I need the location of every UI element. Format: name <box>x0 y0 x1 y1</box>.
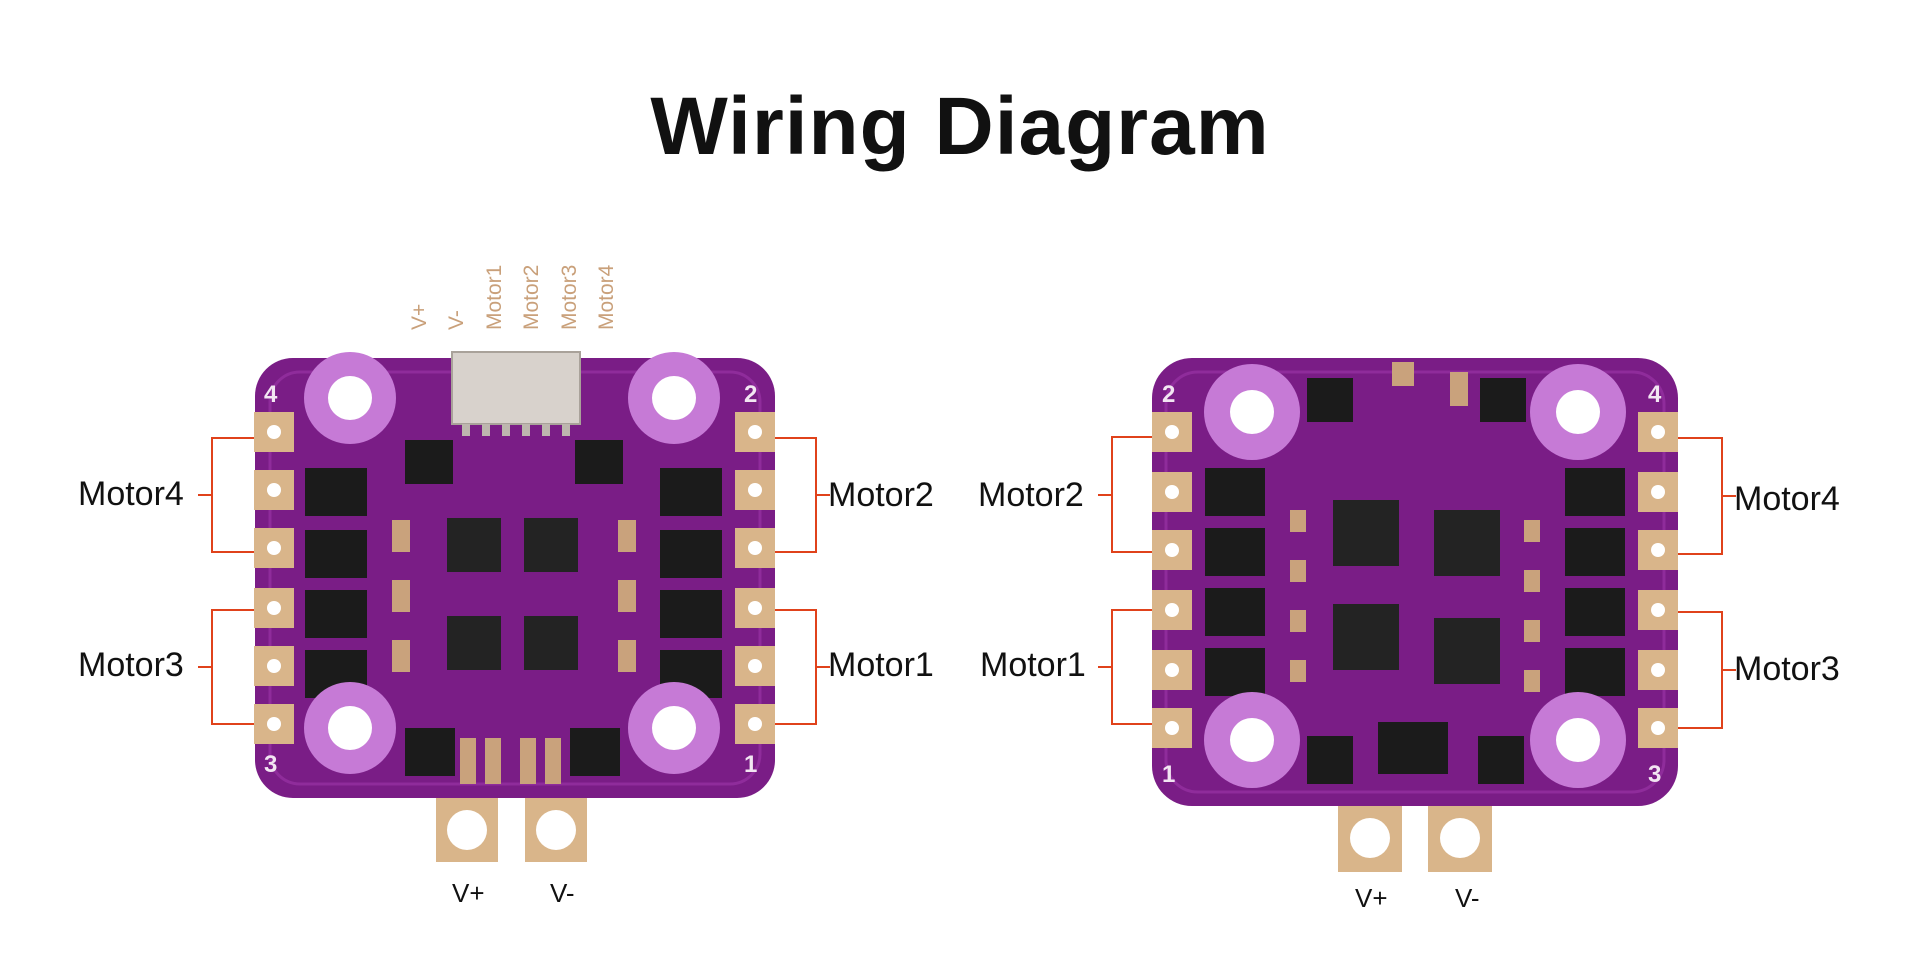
right-pad-holes <box>748 425 762 731</box>
right-pad-holes <box>1651 425 1665 735</box>
corner-number: 4 <box>1648 381 1662 408</box>
power-pad-hole <box>536 810 576 850</box>
wire-connector <box>451 351 581 425</box>
capacitors <box>392 520 636 784</box>
connector-label-motor2: Motor2 <box>520 265 543 330</box>
connector-pins <box>462 424 570 436</box>
corner-number: 2 <box>1162 381 1175 408</box>
board-bottom-side: 2 4 1 3 Motor2 Motor1 Motor4 Motor3 V+ V… <box>978 358 1840 913</box>
connector-labels: V+ V- Motor1 Motor2 Motor3 Motor4 <box>408 264 618 330</box>
label-motor3: Motor3 <box>78 646 184 684</box>
corner-number: 2 <box>744 381 757 408</box>
power-pad-hole <box>1350 818 1390 858</box>
connector-label-motor4: Motor4 <box>595 264 618 330</box>
corner-number: 1 <box>1162 761 1175 788</box>
pcb <box>255 358 775 798</box>
capacitors <box>1290 362 1540 692</box>
page-title: Wiring Diagram <box>650 81 1270 172</box>
mosfets <box>1205 378 1625 784</box>
mcu-chips <box>1333 500 1500 684</box>
label-motor3: Motor3 <box>1734 650 1840 688</box>
corner-number: 4 <box>264 381 278 408</box>
label-vminus: V- <box>550 878 575 908</box>
corner-number: 1 <box>744 751 757 778</box>
connector-label-motor1: Motor1 <box>483 265 506 330</box>
left-pad-holes <box>267 425 281 731</box>
brackets <box>1098 436 1736 729</box>
corner-number: 3 <box>1648 761 1661 788</box>
mcu-chips <box>447 518 578 670</box>
connector-label-vplus: V+ <box>408 304 431 330</box>
power-pad-hole <box>1440 818 1480 858</box>
connector-label-motor3: Motor3 <box>558 265 581 330</box>
label-vplus: V+ <box>1355 883 1388 913</box>
label-vplus: V+ <box>452 878 485 908</box>
board-top-side: V+ V- Motor1 Motor2 Motor3 Motor4 <box>78 264 934 908</box>
label-motor4: Motor4 <box>1734 480 1840 518</box>
label-motor1: Motor1 <box>980 646 1086 684</box>
left-pad-holes <box>1165 425 1179 735</box>
corner-number: 3 <box>264 751 277 778</box>
pcb-edge <box>1164 370 1666 794</box>
mounting-posts <box>1204 364 1626 788</box>
label-vminus: V- <box>1455 883 1480 913</box>
label-motor2: Motor2 <box>978 476 1084 514</box>
brackets <box>198 437 830 725</box>
label-motor4: Motor4 <box>78 475 184 513</box>
mounting-posts <box>304 352 720 774</box>
label-motor2: Motor2 <box>828 476 934 514</box>
label-motor1: Motor1 <box>828 646 934 684</box>
power-pad-hole <box>447 810 487 850</box>
pcb <box>1152 358 1678 806</box>
connector-label-vminus: V- <box>445 310 468 330</box>
